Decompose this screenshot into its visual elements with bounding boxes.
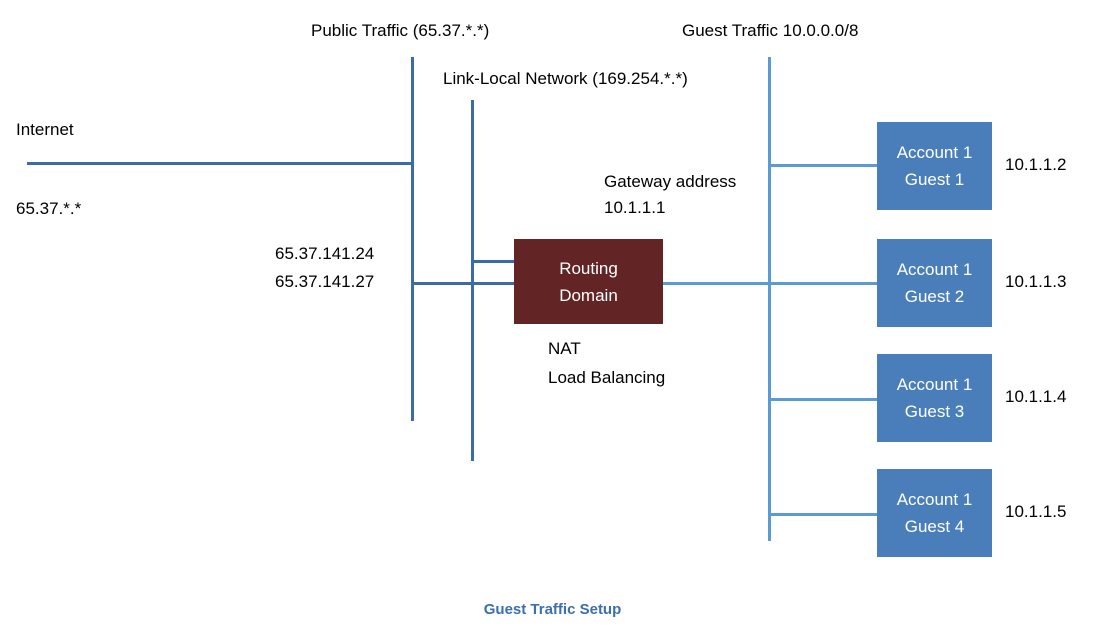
public-traffic-bus-line [411,57,414,421]
internet-label: Internet [16,120,74,139]
guest-3-ip-label: 10.1.1.4 [1005,387,1067,406]
guest-bus-to-guest-3-line [768,398,879,401]
routing-domain-box[interactable]: Routing Domain [514,239,663,324]
link-local-bus-line [471,100,474,461]
gateway-address-label: Gateway address [604,172,737,191]
routing-domain-line-1: Routing [559,258,618,278]
guest-traffic-label: Guest Traffic 10.0.0.0/8 [682,21,859,40]
internet-ip-range-label: 65.37.*.* [16,199,82,218]
guest-bus-to-guest-4-line [768,513,879,516]
guest-2-account-label: Account 1 [896,260,973,279]
guest-1-account-label: Account 1 [896,143,973,162]
guest-1-name-label: Guest 1 [904,170,965,189]
load-balancing-label: Load Balancing [548,368,666,387]
guest-3-account-label: Account 1 [896,375,973,394]
guest-2-name-label: Guest 2 [904,287,965,306]
public-ip-27-label: 65.37.141.27 [275,272,375,291]
guest-3-name-label: Guest 3 [904,402,965,421]
public-traffic-to-router-line [411,282,517,285]
link-local-network-label: Link-Local Network (169.254.*.*) [443,69,688,88]
guest-4-account-label: Account 1 [896,490,973,509]
guest-bus-to-guest-1-line [768,164,879,167]
guest-box-4[interactable]: Account 1 Guest 4 [877,469,992,557]
public-traffic-label: Public Traffic (65.37.*.*) [311,21,490,40]
internet-connector-line [27,162,414,165]
guest-1-ip-label: 10.1.1.2 [1005,155,1067,174]
guest-box-1[interactable]: Account 1 Guest 1 [877,122,992,210]
nat-label: NAT [548,339,581,358]
diagram-caption: Guest Traffic Setup [483,601,622,618]
gateway-ip-label: 10.1.1.1 [604,198,666,217]
link-local-to-router-line [471,260,517,263]
guest-traffic-bus-line [768,57,771,541]
routing-domain-line-2: Domain [559,285,618,305]
router-to-guest-bus-line [661,282,879,285]
guest-4-ip-label: 10.1.1.5 [1005,502,1067,521]
guest-box-3[interactable]: Account 1 Guest 3 [877,354,992,442]
guest-box-2[interactable]: Account 1 Guest 2 [877,239,992,327]
guest-2-ip-label: 10.1.1.3 [1005,272,1067,291]
guest-4-name-label: Guest 4 [904,517,965,536]
public-ip-24-label: 65.37.141.24 [275,244,375,263]
